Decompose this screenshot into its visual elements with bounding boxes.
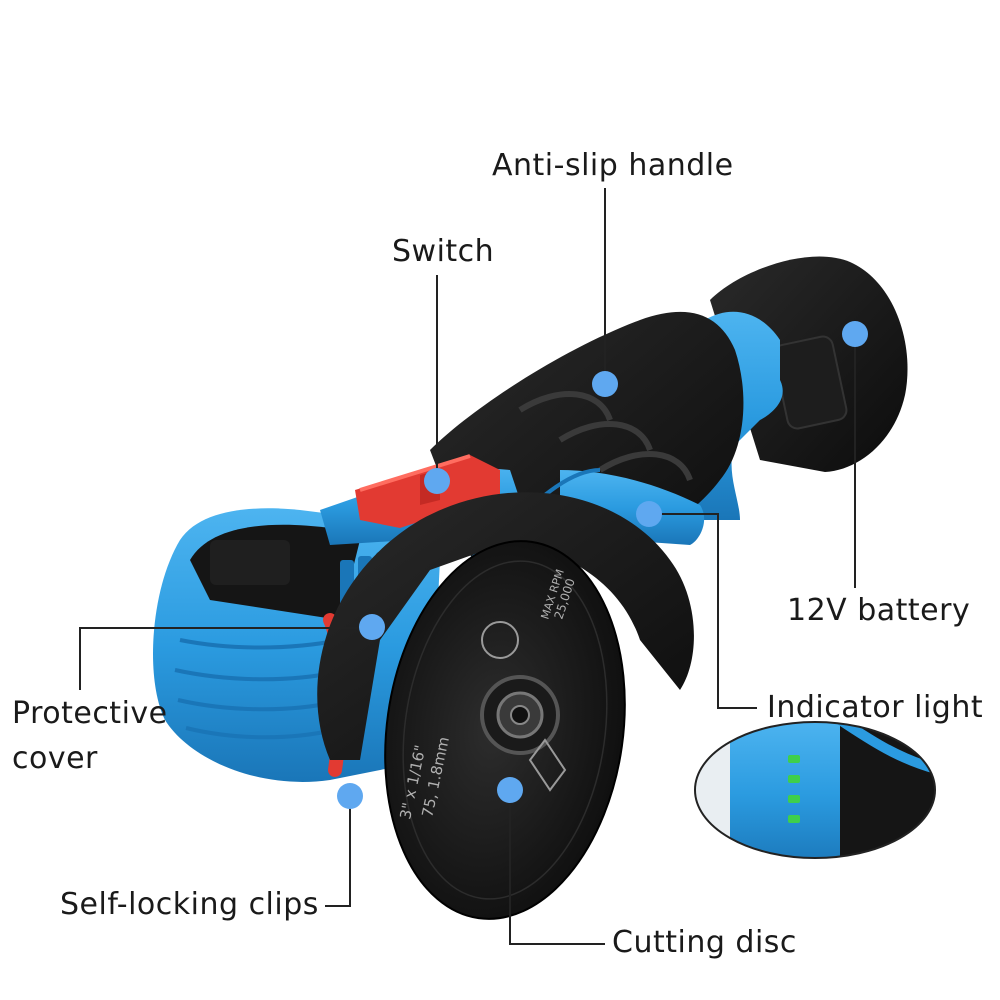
- cutting-disc: 3" x 1/16" 75, 1.8mm MAX RPM 25,000: [384, 540, 626, 920]
- marker-battery: [842, 321, 868, 347]
- label-self-locking-clips: Self-locking clips: [60, 887, 319, 922]
- label-anti-slip-handle: Anti-slip handle: [492, 148, 734, 183]
- leader-indicator-light: [649, 513, 757, 709]
- power-switch: [320, 454, 520, 545]
- marker-switch: [424, 468, 450, 494]
- label-protective-cover-line1: Protective: [12, 696, 168, 731]
- leader-protective-cover: [79, 627, 370, 690]
- indicator-zoom-inset: [694, 721, 936, 859]
- label-cutting-disc: Cutting disc: [612, 925, 797, 960]
- label-switch: Switch: [392, 234, 495, 269]
- label-protective-cover-line2: cover: [12, 741, 98, 776]
- marker-dots: [337, 321, 868, 809]
- leader-self-locking-clips: [325, 795, 351, 907]
- label-indicator-light: Indicator light: [767, 690, 984, 725]
- wheel-guard: [317, 492, 694, 760]
- leader-lines: [79, 188, 856, 945]
- marker-cutting-disc: [497, 777, 523, 803]
- leader-cutting-disc: [509, 790, 605, 945]
- marker-self-locking-clips: [337, 783, 363, 809]
- label-battery: 12V battery: [787, 593, 971, 628]
- marker-protective-cover: [359, 614, 385, 640]
- marker-anti-slip-handle: [592, 371, 618, 397]
- marker-indicator-light: [636, 501, 662, 527]
